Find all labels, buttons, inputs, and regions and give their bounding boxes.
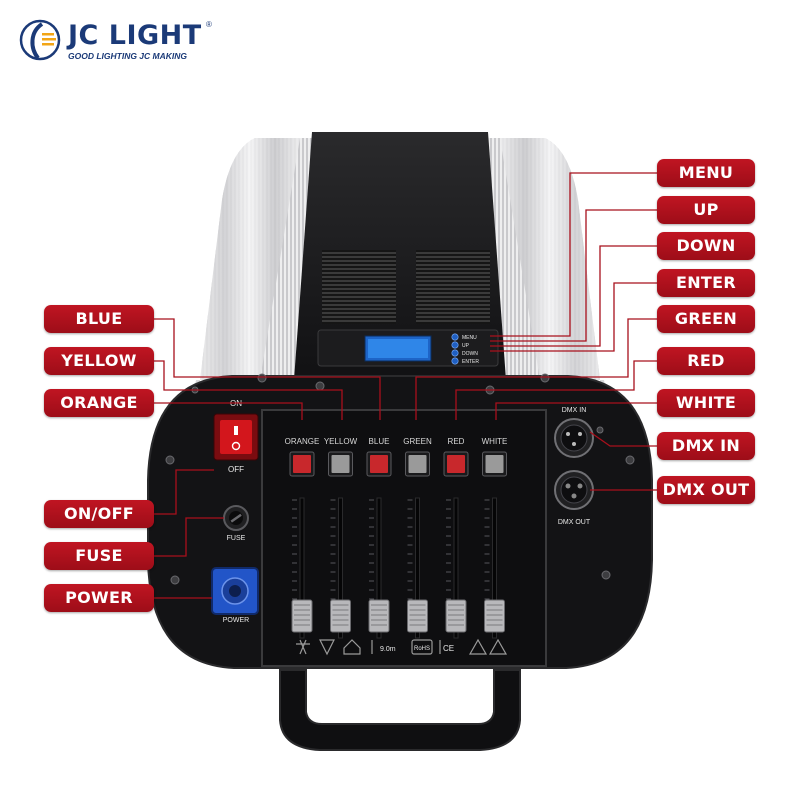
ce-mark: CE xyxy=(443,644,454,653)
callout-dmx-out: DMX OUT xyxy=(657,476,755,504)
logo-mark-icon xyxy=(19,19,61,61)
display-label-menu: MENU xyxy=(462,335,477,341)
down-key-icon[interactable] xyxy=(451,349,459,357)
brand-tagline: GOOD LIGHTING JC MAKING xyxy=(68,51,187,61)
fader-track-white xyxy=(492,497,497,639)
callout-power: POWER xyxy=(44,584,154,612)
fuse-label: FUSE xyxy=(227,535,246,542)
channel-label-orange: ORANGE xyxy=(285,437,320,446)
fader-knob-yellow[interactable] xyxy=(330,599,351,633)
channel-label-blue: BLUE xyxy=(369,437,390,446)
channel-button-face-green xyxy=(408,455,427,473)
channel-label-yellow: YELLOW xyxy=(324,437,358,446)
display-label-up: UP xyxy=(462,343,470,349)
callout-up: UP xyxy=(657,196,755,224)
channel-button-face-orange xyxy=(293,455,311,473)
fader-track-yellow xyxy=(338,497,343,639)
brand-name: JC LIGHT xyxy=(68,20,202,51)
fader-knob-blue[interactable] xyxy=(368,599,390,633)
fader-knob-white[interactable] xyxy=(484,599,505,633)
channel-button-face-white xyxy=(485,455,504,473)
brand-logo: JC LIGHT ® GOOD LIGHTING JC MAKING xyxy=(18,18,218,66)
callout-on-off: ON/OFF xyxy=(44,500,154,528)
callout-dmx-in: DMX IN xyxy=(657,432,755,460)
fader-knob-green[interactable] xyxy=(407,599,428,633)
callout-enter: ENTER xyxy=(657,269,755,297)
channel-button-face-red xyxy=(447,455,465,473)
fader-knob-orange[interactable] xyxy=(291,599,313,633)
registered-mark: ® xyxy=(206,20,212,29)
menu-key-icon[interactable] xyxy=(451,333,459,341)
enter-key-icon[interactable] xyxy=(451,357,459,365)
fader-track-blue xyxy=(376,497,382,639)
callout-menu: MENU xyxy=(657,159,755,187)
callout-white: WHITE xyxy=(657,389,755,417)
power-connector-label: POWER xyxy=(223,617,249,624)
channel-button-face-yellow xyxy=(331,455,350,473)
dmx-in-label: DMX IN xyxy=(562,407,587,414)
display-label-down: DOWN xyxy=(462,351,478,357)
channel-label-green: GREEN xyxy=(403,437,432,446)
callout-fuse: FUSE xyxy=(44,542,154,570)
rohs-mark: RoHS xyxy=(414,646,430,652)
channel-label-white: WHITE xyxy=(482,437,508,446)
callout-orange: ORANGE xyxy=(44,389,154,417)
fader-track-red xyxy=(453,497,459,639)
callout-yellow: YELLOW xyxy=(44,347,154,375)
display-label-enter: ENTER xyxy=(462,359,479,365)
fader-knob-red[interactable] xyxy=(445,599,467,633)
up-key-icon[interactable] xyxy=(451,341,459,349)
fader-track-orange xyxy=(299,497,305,639)
channel-button-face-blue xyxy=(370,455,388,473)
callout-red: RED xyxy=(657,347,755,375)
fader-track-green xyxy=(415,497,420,639)
channel-label-red: RED xyxy=(448,437,465,446)
cable-length-label: 9.0m xyxy=(380,646,396,653)
callout-green: GREEN xyxy=(657,305,755,333)
callout-down: DOWN xyxy=(657,232,755,260)
switch-off-label: OFF xyxy=(228,465,244,474)
callout-blue: BLUE xyxy=(44,305,154,333)
dmx-out-label: DMX OUT xyxy=(558,519,591,526)
